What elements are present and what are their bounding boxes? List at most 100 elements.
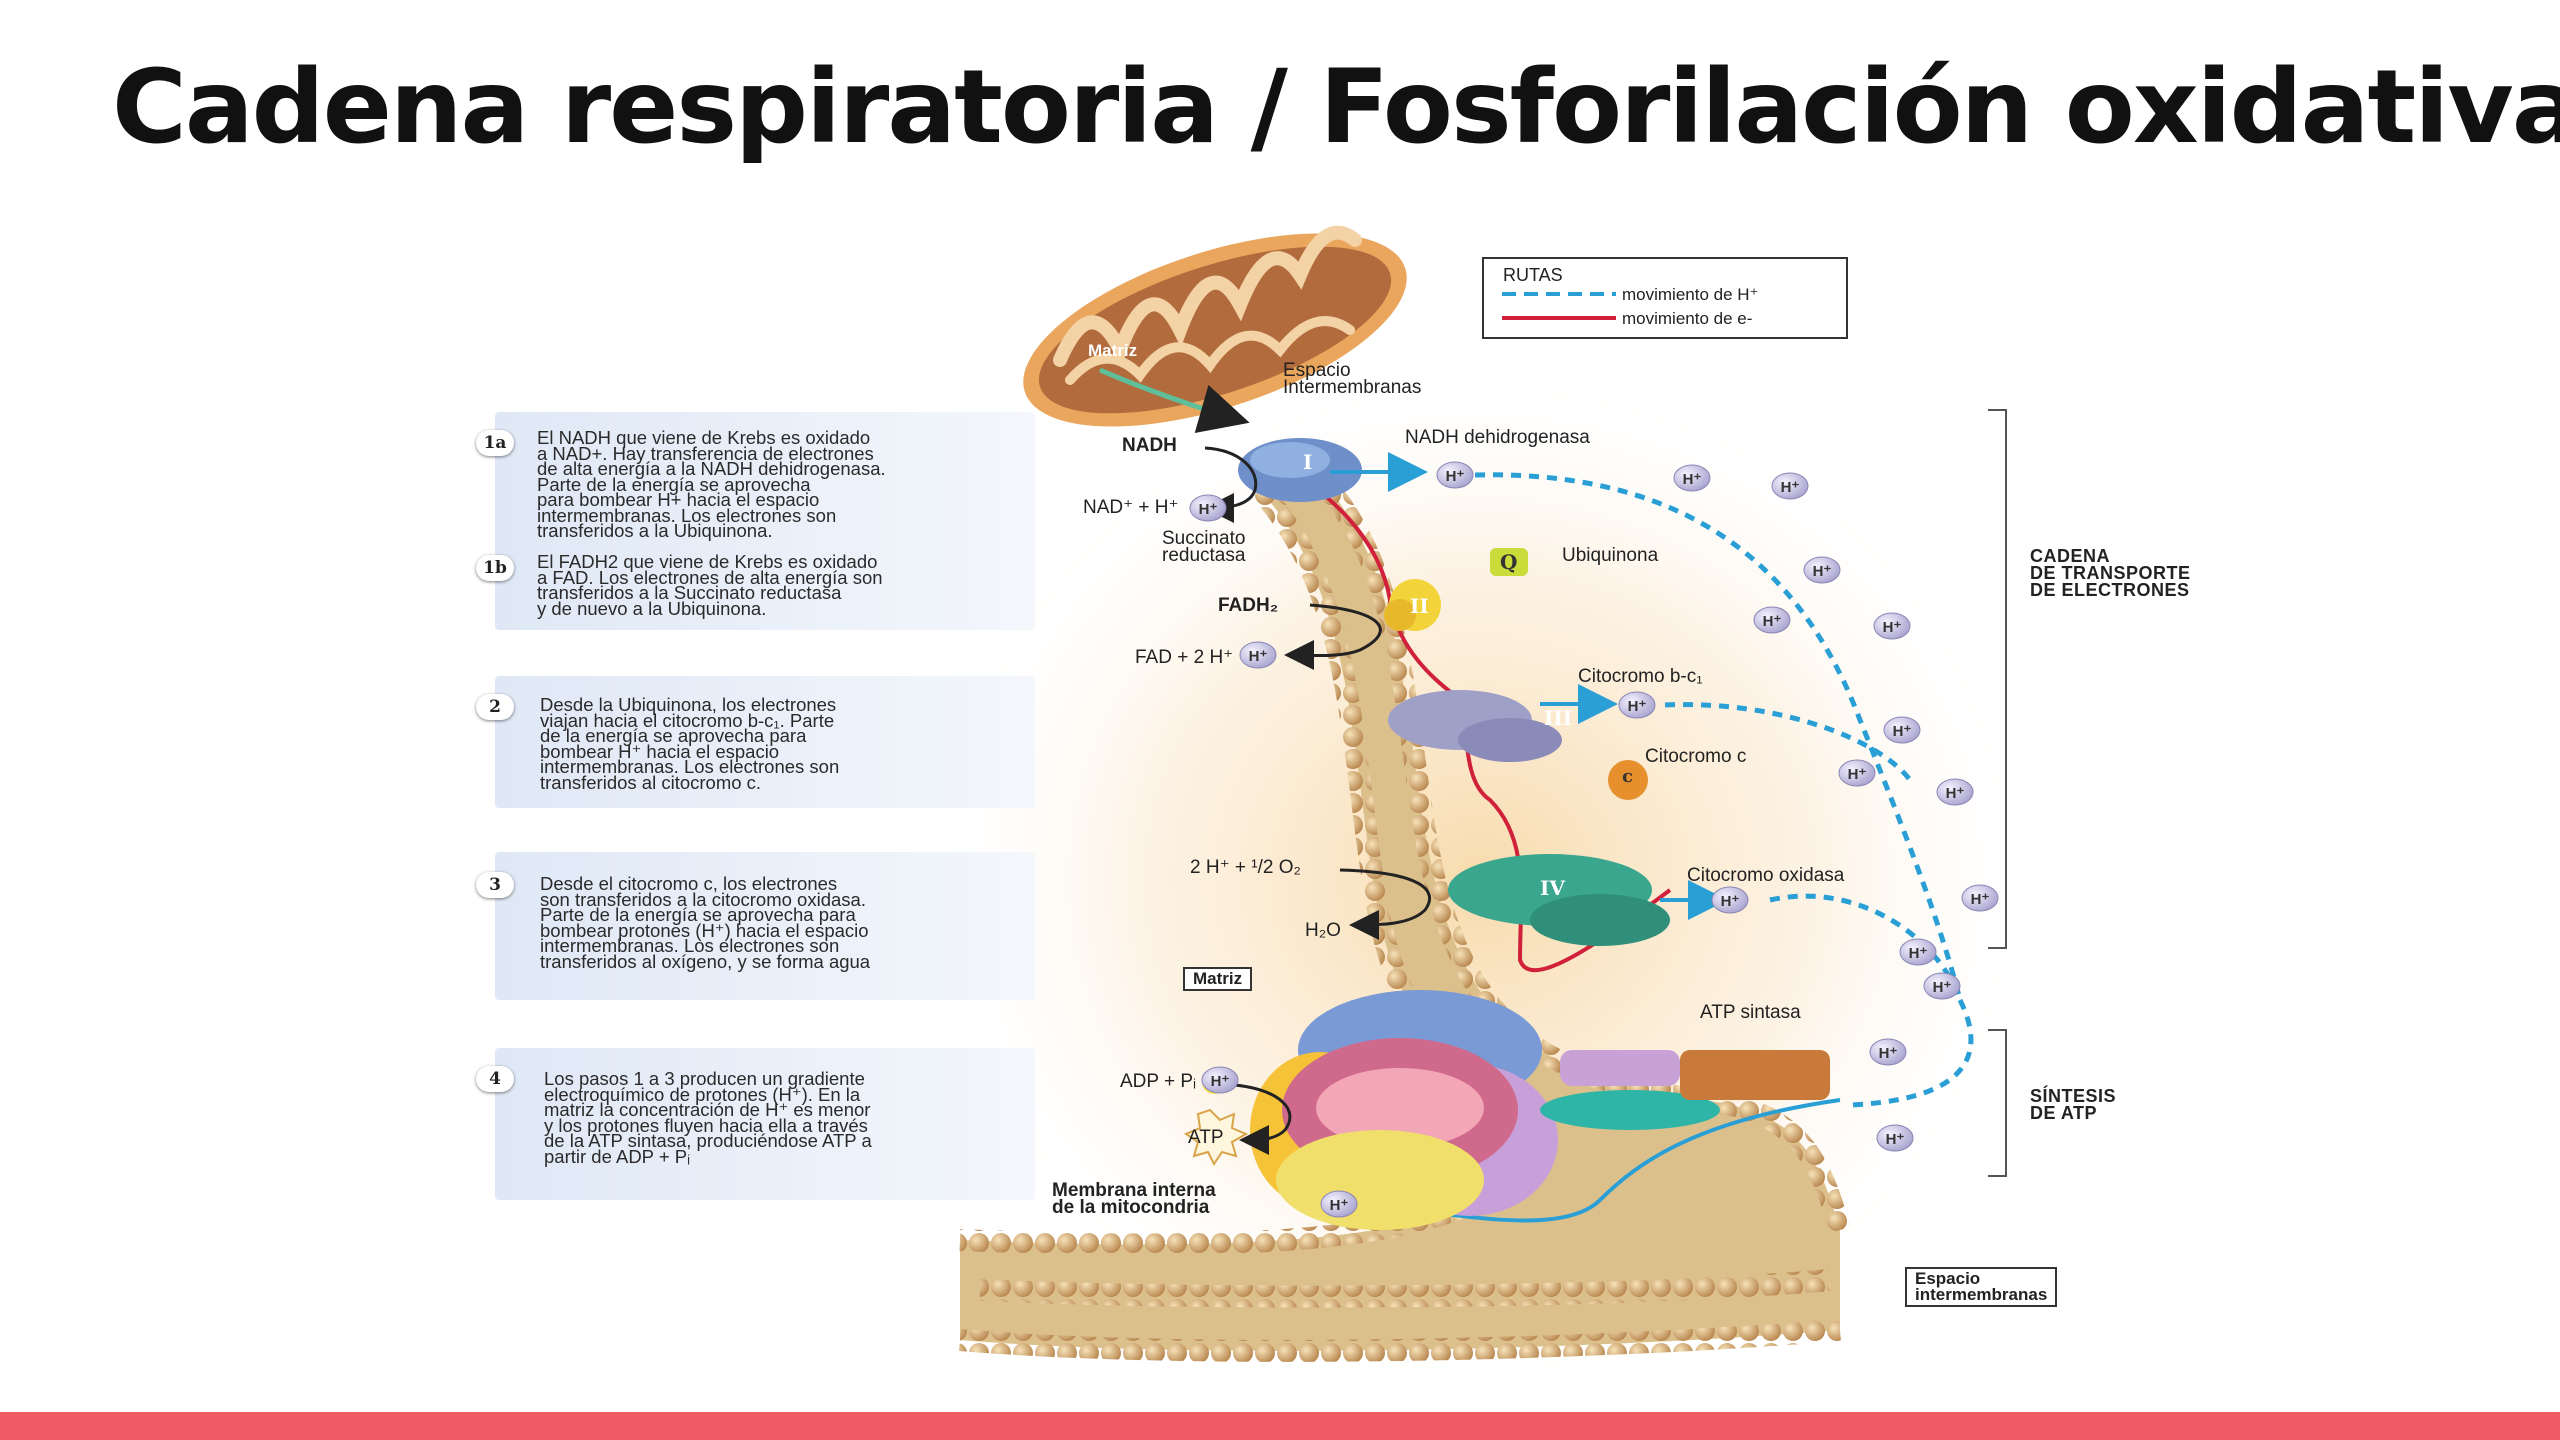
proton-label: H⁺ (1909, 945, 1928, 962)
bracket-cadena (1988, 409, 2007, 949)
proton-bubble: H⁺ (1873, 612, 1911, 640)
ubiquinone-marker (1490, 548, 1528, 576)
proton-label: H⁺ (1946, 785, 1965, 802)
nadh-arrow (1204, 446, 1258, 523)
label-matriz-box: Matriz (1183, 967, 1253, 991)
proton-bubble: H⁺ (1711, 886, 1749, 914)
step-text-4: Los pasos 1 a 3 producen un gradiente el… (544, 1068, 872, 1167)
step-number-2: 2 (476, 694, 514, 720)
proton-bubble: H⁺ (1771, 472, 1809, 500)
legend-item-protons: movimiento de H⁺ (1622, 285, 1759, 304)
label-matriz-mito: Matriz (1088, 341, 1138, 360)
proton-bubble: H⁺ (1673, 464, 1711, 492)
proton-label: H⁺ (1683, 471, 1702, 488)
step-text-2: Desde la Ubiquinona, los electrones viaj… (540, 694, 840, 793)
proton-label: H⁺ (1721, 893, 1740, 910)
ubiquinone-label: Q (1500, 550, 1518, 574)
proton-dashed-paths (1474, 472, 1974, 1108)
label-ubiquinona: Ubiquinona (1562, 545, 1659, 566)
complex-iii-label: III (1544, 706, 1573, 730)
complex-ii (1384, 579, 1441, 631)
atp-starburst (1183, 1108, 1249, 1166)
proton-bubble: H⁺ (1239, 641, 1277, 669)
proton-label: H⁺ (1446, 468, 1465, 485)
step-panels (495, 412, 1035, 1200)
label-atp: ATP (1188, 1127, 1224, 1148)
label-citocromo-oxidasa: Citocromo oxidasa (1687, 865, 1845, 886)
label-citocromo-c: Citocromo c (1645, 746, 1747, 767)
proton-bubble: H⁺ (1753, 606, 1791, 634)
proton-bubble: H⁺ (1201, 1066, 1239, 1094)
label-nad: NAD⁺ + H⁺ (1083, 497, 1179, 518)
proton-label: H⁺ (1199, 501, 1218, 518)
proton-label: H⁺ (1933, 979, 1952, 996)
label-atp-sintasa: ATP sintasa (1700, 1002, 1801, 1023)
label-citocromo-bc1: Citocromo b-c₁ (1578, 666, 1703, 687)
step-text-1b: El FADH2 que viene de Krebs es oxidado a… (537, 551, 883, 619)
step-number-1b: 1b (476, 555, 514, 581)
proton-label: H⁺ (1211, 1073, 1230, 1090)
adp-arrow (1234, 1083, 1292, 1155)
atp-synthase (1250, 990, 1830, 1230)
step-text-1a: El NADH que viene de Krebs es oxidado a … (537, 427, 886, 541)
proton-label: H⁺ (1763, 613, 1782, 630)
label-membrana: Membrana interna de la mitocondria (1052, 1180, 1216, 1218)
cytochrome-c-marker (1608, 760, 1648, 800)
label-espacio-box: Espacio intermembranas (1905, 1267, 2058, 1307)
proton-label: H⁺ (1781, 479, 1800, 496)
proton-bubbles: H⁺ H⁺ H⁺ H⁺ H⁺ H⁺ H⁺ H⁺ H⁺ H⁺ H⁺ H⁺ H⁺ H⁺ H⁺ H⁺ H⁺ H⁺ H⁺ H⁺ (1189, 461, 1999, 1218)
step-number-1a: 1a (476, 430, 514, 456)
proton-label: H⁺ (1848, 766, 1867, 783)
cytochrome-c-label: c (1622, 766, 1633, 787)
fadh2-arrow (1284, 603, 1382, 671)
proton-bubble: H⁺ (1189, 494, 1227, 522)
proton-bubble: H⁺ (1883, 716, 1921, 744)
bracket-label-cadena: CADENA DE TRANSPORTE DE ELECTRONES (2030, 546, 2191, 600)
legend-box (1482, 257, 1848, 339)
bracket-label-sintesis: SÍNTESIS DE ATP (2030, 1086, 2117, 1123)
label-fad: FAD + 2 H⁺ (1135, 647, 1234, 668)
proton-bubble: H⁺ (1838, 759, 1876, 787)
electron-path (1269, 458, 1672, 973)
proton-bubble: H⁺ (1320, 1190, 1358, 1218)
complex-i (1238, 438, 1362, 502)
step-number-4: 4 (476, 1066, 514, 1092)
label-oxygen: 2 H⁺ + ¹/2 O₂ (1190, 857, 1301, 878)
complex-iv (1448, 854, 1670, 946)
slide-title: Cadena respiratoria / Fosforilación oxid… (112, 48, 2560, 167)
proton-bubble: H⁺ (1869, 1038, 1907, 1066)
oxygen-arrow (1339, 868, 1431, 940)
proton-label: H⁺ (1330, 1197, 1349, 1214)
proton-bubble: H⁺ (1803, 556, 1841, 584)
proton-label: H⁺ (1813, 563, 1832, 580)
proton-bubble: H⁺ (1961, 884, 1999, 912)
step-text-3: Desde el citocromo c, los electrones son… (540, 873, 871, 972)
proton-bubble: H⁺ (1436, 461, 1474, 489)
label-succinato: Succinato reductasa (1162, 528, 1246, 566)
label-nadh-dehidrogenasa: NADH dehidrogenasa (1405, 427, 1590, 448)
legend-item-electrons: movimiento de e- (1622, 309, 1753, 328)
complex-i-label: I (1303, 450, 1313, 474)
label-nadh: NADH (1122, 435, 1177, 456)
label-adp: ADP + Pᵢ (1120, 1071, 1197, 1092)
proton-label: H⁺ (1879, 1045, 1898, 1062)
proton-label: H⁺ (1893, 723, 1912, 740)
proton-bubble: H⁺ (1936, 778, 1974, 806)
proton-bubble: H⁺ (1899, 938, 1937, 966)
proton-bubble: H⁺ (1923, 972, 1961, 1000)
legend-title: RUTAS (1503, 265, 1563, 285)
proton-label: H⁺ (1883, 619, 1902, 636)
proton-label: H⁺ (1249, 648, 1268, 665)
step-number-3: 3 (476, 872, 514, 898)
proton-bubble: H⁺ (1618, 691, 1656, 719)
proton-bubble: H⁺ (1876, 1124, 1914, 1152)
zoom-arrow (1099, 367, 1250, 434)
proton-label: H⁺ (1971, 891, 1990, 908)
label-espacio-top: Espacio Intermembranas (1283, 360, 1422, 398)
complex-iii (1388, 690, 1562, 762)
label-fadh2: FADH₂ (1218, 595, 1279, 616)
complex-ii-label: II (1410, 594, 1429, 618)
proton-label: H⁺ (1628, 698, 1647, 715)
complex-iv-label: IV (1540, 876, 1565, 900)
